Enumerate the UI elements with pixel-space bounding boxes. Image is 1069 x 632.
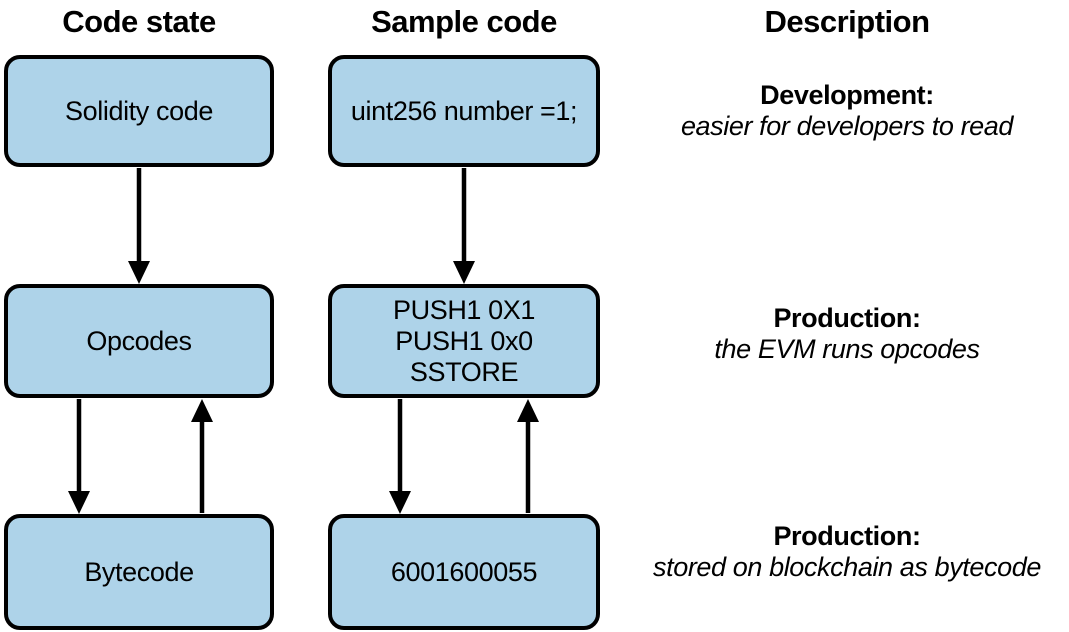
description-development-title: Development: (760, 80, 934, 110)
node-solidity-code-label: Solidity code (65, 95, 213, 126)
description-production-bytecode-text: stored on blockchain as bytecode (653, 552, 1041, 582)
header-code-state: Code state (62, 4, 216, 39)
description-production-opcodes-title: Production: (773, 303, 921, 333)
description-production-opcodes: Production: the EVM runs opcodes (625, 303, 1069, 365)
description-production-opcodes-text: the EVM runs opcodes (714, 334, 980, 364)
sample-opcodes-line-1: PUSH1 0X1 (393, 294, 535, 325)
header-description: Description (764, 4, 930, 39)
node-bytecode: Bytecode (4, 514, 274, 630)
arrow-sample-solidity-to-sample-opcodes (453, 168, 475, 284)
node-sample-solidity: uint256 number =1; (328, 55, 600, 167)
node-bytecode-label: Bytecode (84, 556, 194, 587)
header-sample-code: Sample code (371, 4, 557, 39)
node-solidity-code: Solidity code (4, 55, 274, 167)
node-sample-opcodes: PUSH1 0X1 PUSH1 0x0 SSTORE (328, 284, 600, 398)
sample-opcodes-line-3: SSTORE (409, 356, 519, 387)
arrow-sample-opcodes-to-sample-bytecode (389, 399, 411, 514)
node-opcodes-label: Opcodes (86, 325, 192, 356)
arrow-opcodes-to-bytecode (68, 399, 90, 514)
sample-opcodes-line-2: PUSH1 0x0 (395, 325, 533, 356)
arrow-sample-bytecode-to-sample-opcodes (517, 399, 539, 513)
description-production-bytecode: Production: stored on blockchain as byte… (625, 521, 1069, 583)
node-sample-bytecode-label: 6001600055 (390, 556, 538, 587)
node-opcodes: Opcodes (4, 284, 274, 398)
description-production-bytecode-title: Production: (773, 521, 921, 551)
description-development-text: easier for developers to read (680, 111, 1014, 141)
description-development: Development: easier for developers to re… (625, 80, 1069, 142)
arrow-solidity-to-opcodes (128, 168, 150, 284)
node-sample-bytecode: 6001600055 (328, 514, 600, 630)
node-sample-solidity-label: uint256 number =1; (350, 95, 578, 126)
arrow-bytecode-to-opcodes (191, 399, 213, 513)
